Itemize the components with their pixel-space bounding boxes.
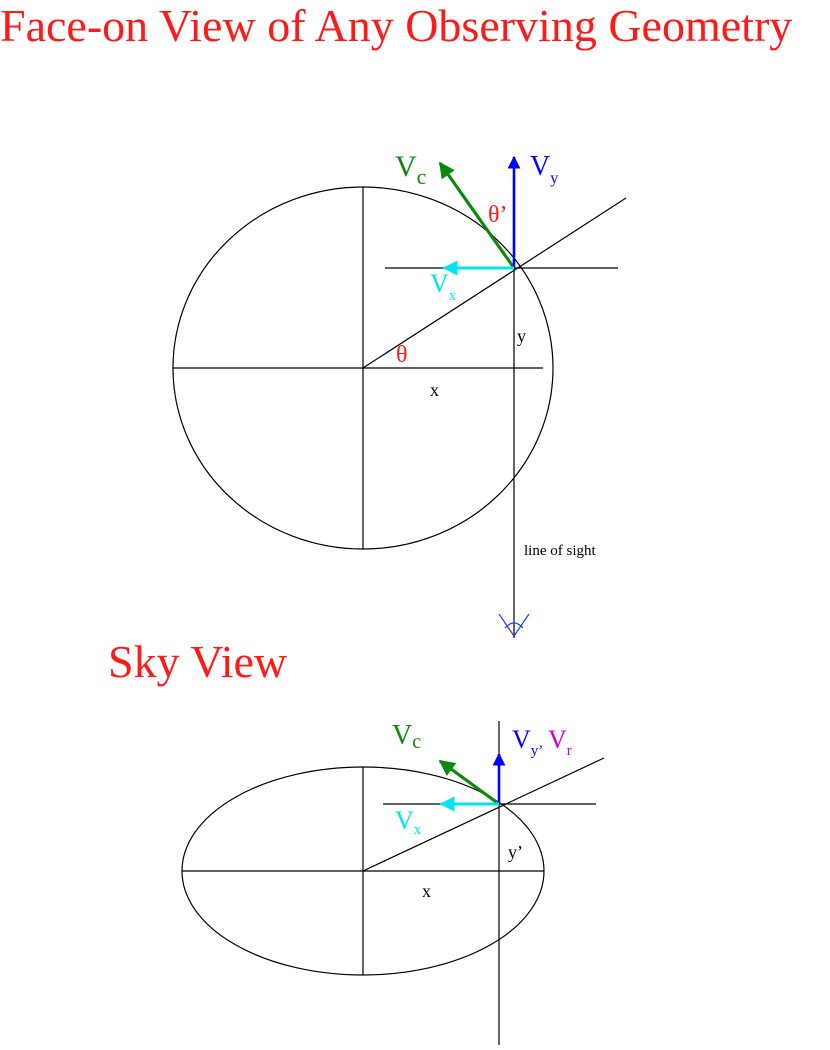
theta-prime-label: θ’ — [488, 202, 508, 228]
sky-x-label: x — [422, 881, 431, 901]
face-on-vc-label: Vc — [395, 150, 427, 189]
sky-vr-label: Vr — [548, 725, 572, 759]
face-on-radius-line — [362, 197, 627, 369]
sky-view-diagram: Vc Vy’ Vr Vx y’ x — [181, 720, 605, 1045]
theta-label: θ — [396, 342, 408, 368]
face-on-diagram: Vc Vy Vx θ’ θ y x line of sight — [172, 150, 627, 638]
face-on-vx-label: Vx — [430, 269, 457, 304]
page-title: Face-on View of Any Observing Geometry — [0, 0, 793, 51]
sky-radius-line — [362, 757, 605, 872]
sky-view-title: Sky View — [108, 636, 288, 687]
face-on-x-label: x — [430, 380, 439, 400]
sky-y-label: y’ — [508, 842, 523, 862]
sky-vc-arrow — [438, 759, 500, 806]
face-on-vc-arrow — [438, 161, 516, 269]
eye-icon — [498, 613, 530, 637]
sky-vx-label: Vx — [395, 806, 422, 838]
face-on-vy-label: Vy — [530, 151, 558, 187]
face-on-y-label: y — [517, 326, 526, 346]
sky-vy-label: Vy’ — [512, 725, 543, 759]
line-of-sight-label: line of sight — [524, 543, 596, 559]
sky-vc-label: Vc — [392, 720, 421, 753]
